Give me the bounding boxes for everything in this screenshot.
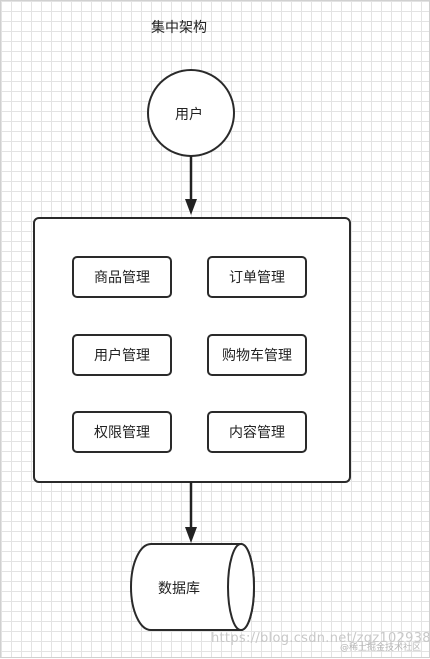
module-order-management: 订单管理 xyxy=(207,256,307,298)
diagram-title: 集中架构 xyxy=(151,20,207,36)
module-product-management: 商品管理 xyxy=(72,256,172,298)
watermark-credit: @稀土掘金技术社区 xyxy=(339,643,421,653)
database-cylinder xyxy=(130,543,255,631)
user-node-label: 用户 xyxy=(175,107,203,123)
module-content-management: 内容管理 xyxy=(207,411,307,453)
watermark-url: https://blog.csdn.net/zgz102938 xyxy=(211,631,430,646)
module-cart-management: 购物车管理 xyxy=(207,334,307,376)
module-permission-management: 权限管理 xyxy=(72,411,172,453)
arrowhead-user-to-system xyxy=(185,199,197,215)
database-node-label: 数据库 xyxy=(158,581,200,597)
module-user-management: 用户管理 xyxy=(72,334,172,376)
arrowhead-system-to-database xyxy=(185,527,197,543)
